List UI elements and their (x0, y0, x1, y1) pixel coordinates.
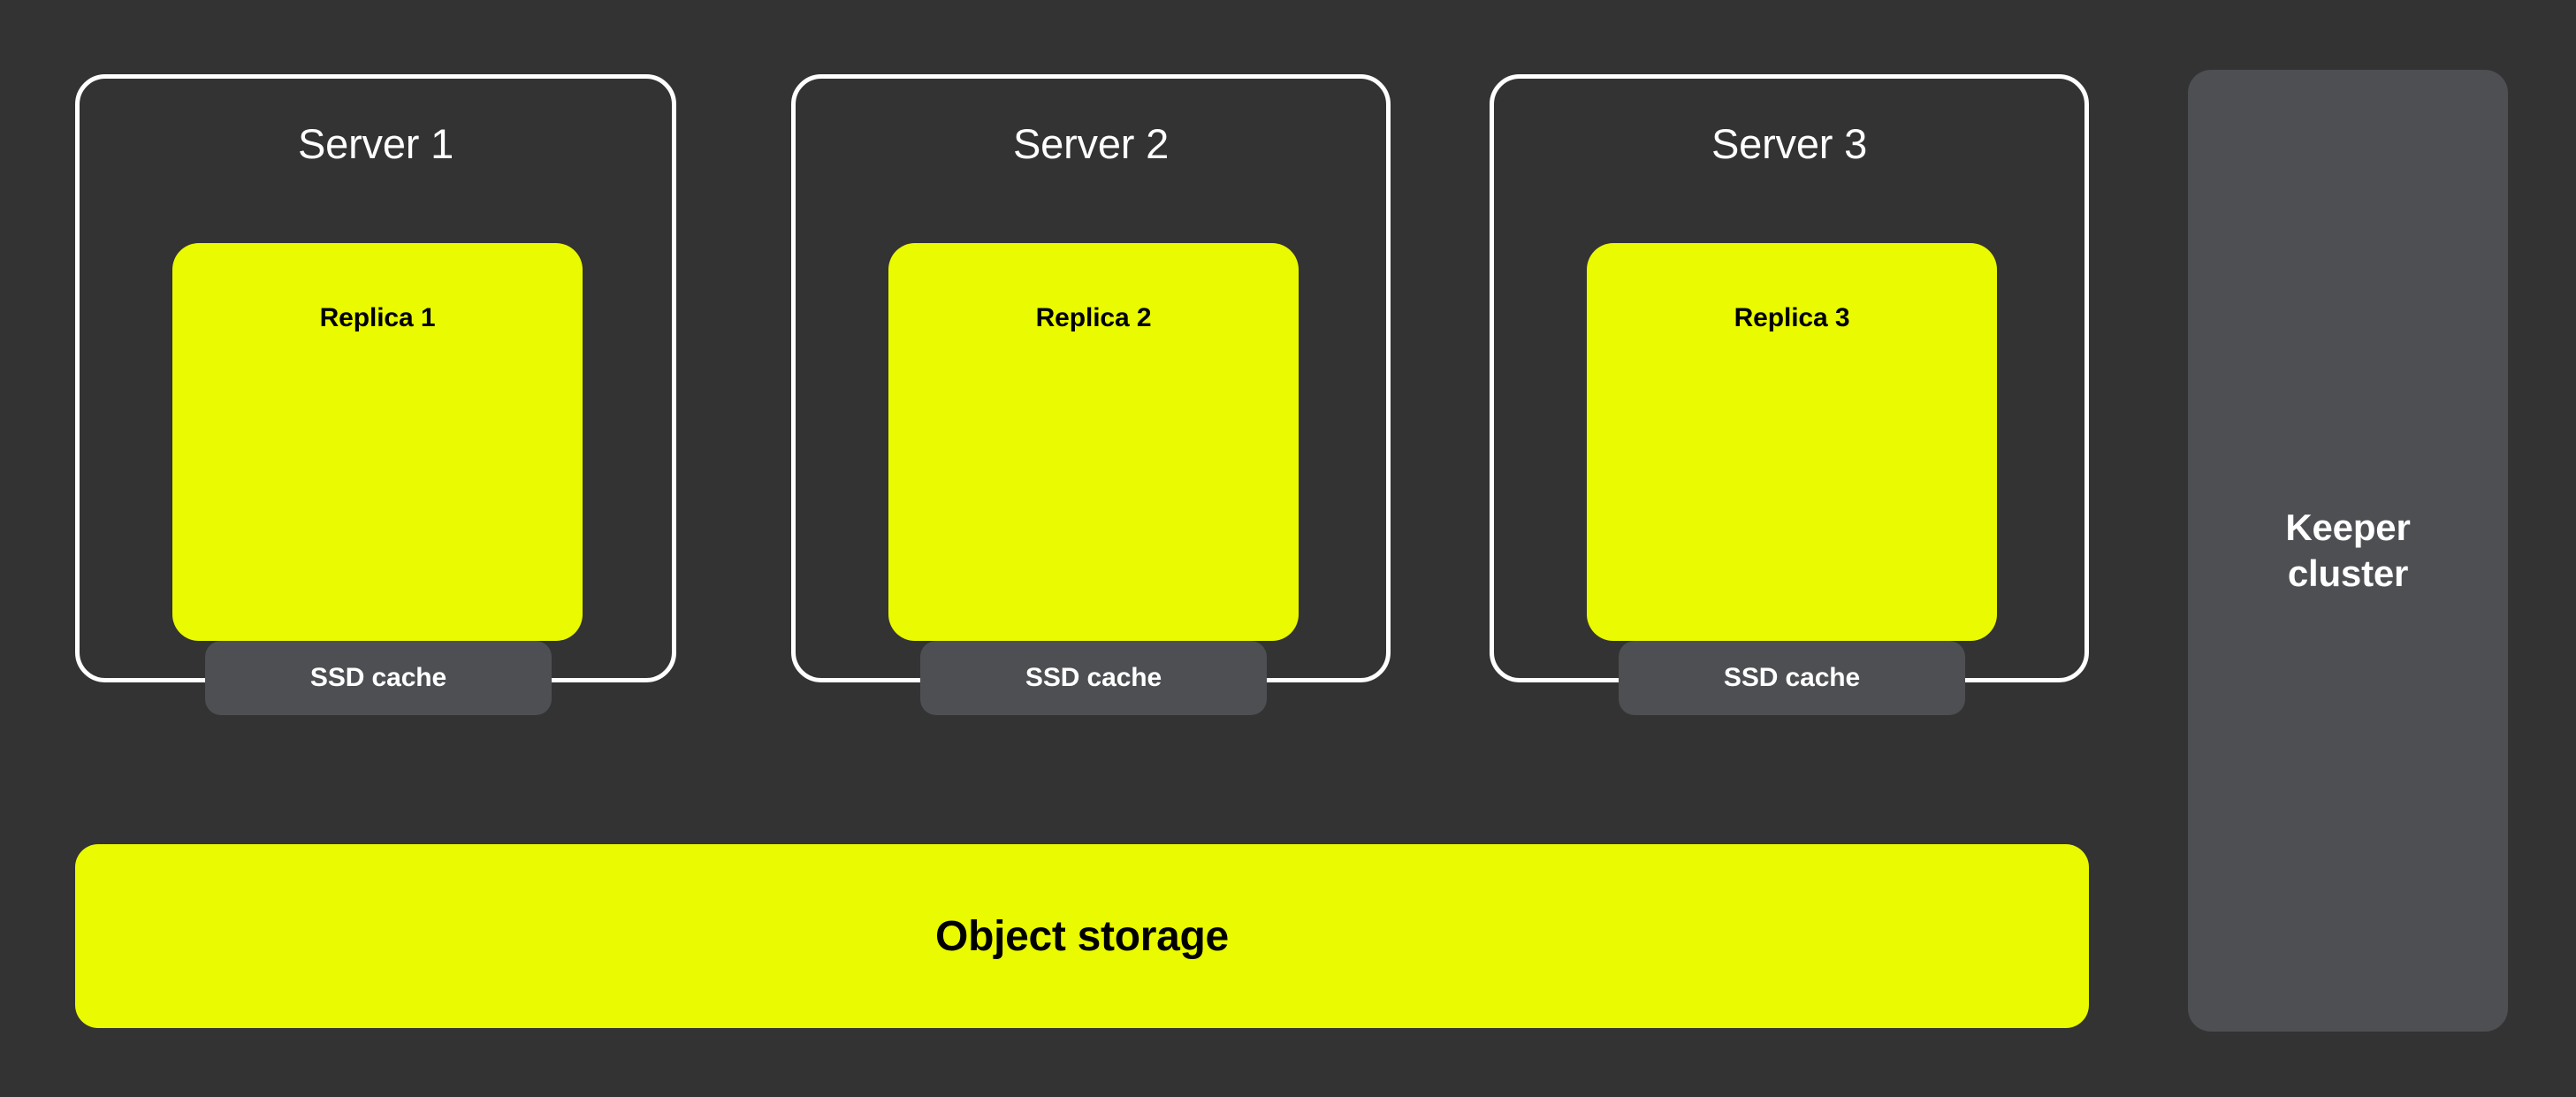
server-title-2: Server 2 (1012, 120, 1170, 167)
replica-label-3: Replica 3 (1734, 303, 1850, 332)
replica-label-2: Replica 2 (1035, 303, 1152, 332)
keeper-cluster-label: Keeper cluster (2285, 506, 2411, 595)
object-storage-bar: Object storage (75, 844, 2089, 1028)
server-card-3: Server 3 Replica 3 (1490, 74, 2089, 682)
server-card-2: Server 2 Replica 2 (791, 74, 1391, 682)
ssd-cache-label-3: SSD cache (1723, 663, 1861, 692)
ssd-cache-chip-1: SSD cache (205, 641, 552, 715)
server-card-1: Server 1 Replica 1 (75, 74, 676, 682)
keeper-cluster-panel: Keeper cluster (2188, 70, 2508, 1032)
ssd-cache-chip-2: SSD cache (920, 641, 1267, 715)
ssd-cache-label-2: SSD cache (1025, 663, 1162, 692)
replica-box-3: Replica 3 (1587, 243, 1997, 641)
server-title-3: Server 3 (1711, 120, 1868, 167)
replica-box-2: Replica 2 (888, 243, 1299, 641)
replica-box-1: Replica 1 (172, 243, 583, 641)
replica-label-1: Replica 1 (319, 303, 436, 332)
ssd-cache-label-1: SSD cache (309, 663, 447, 692)
object-storage-label: Object storage (935, 912, 1229, 960)
ssd-cache-chip-3: SSD cache (1619, 641, 1965, 715)
server-title-1: Server 1 (297, 120, 454, 167)
